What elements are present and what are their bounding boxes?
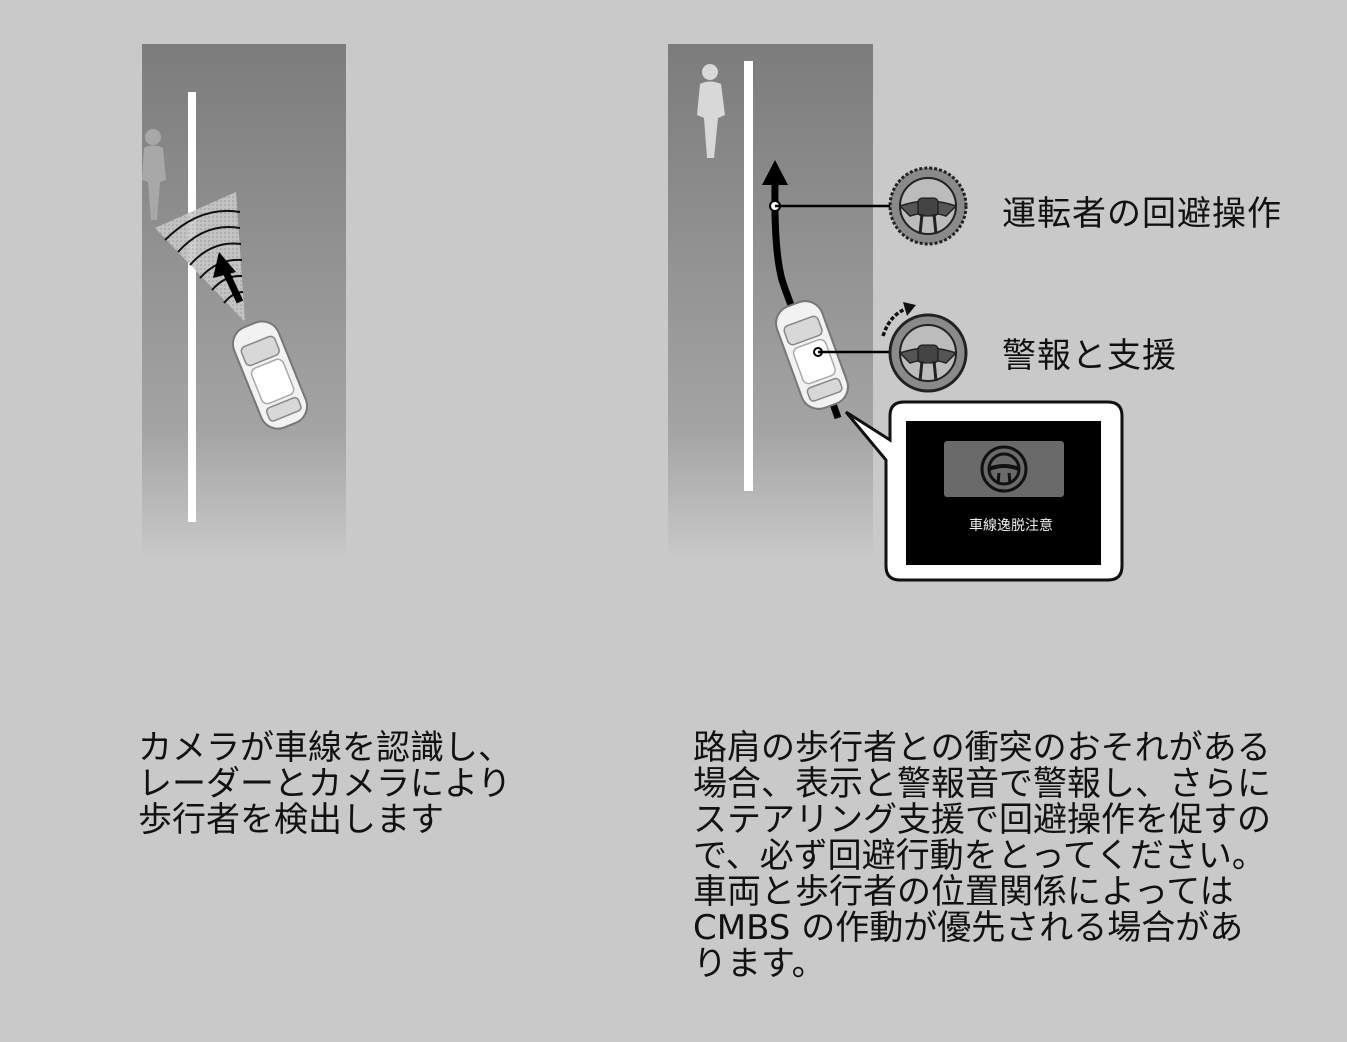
driver-avoidance-label: 運転者の回避操作 — [1002, 194, 1282, 234]
pedestrian-icon — [697, 64, 725, 158]
rotation-arrow-icon — [881, 302, 916, 337]
detection-cone — [155, 192, 245, 322]
warning-assist-label: 警報と支援 — [1002, 336, 1177, 376]
right-caption-line: ります。 — [693, 944, 826, 984]
display-message: 車線逸脱注意 — [969, 518, 1053, 534]
car-icon — [775, 300, 849, 410]
travel-direction-arrow — [213, 252, 244, 304]
pedestrian-icon — [142, 129, 166, 220]
right-caption: 路肩の歩行者との衝突のおそれがある 場合、表示と警報音で警報し、さらに ステアリ… — [693, 730, 1271, 982]
steering-wheel-icon — [980, 445, 1028, 493]
right-caption-line: 車両と歩行者の位置関係によっては — [693, 872, 1234, 912]
right-road-scene — [668, 44, 893, 560]
car-icon — [231, 320, 309, 430]
left-caption-line: 歩行者を検出します — [138, 800, 444, 840]
left-caption-line: レーダーとカメラにより — [138, 764, 512, 804]
right-lane-line — [744, 61, 753, 491]
right-caption-line: 路肩の歩行者との衝突のおそれがある — [693, 728, 1271, 768]
left-lane-line — [188, 92, 196, 522]
left-caption-line: カメラが車線を認識し、 — [138, 728, 512, 768]
right-caption-line: CMBS の作動が優先される場合があ — [693, 908, 1244, 948]
right-caption-line: ステアリング支援で回避操作を促すの — [693, 800, 1271, 840]
steering-wheel-assist-icon — [888, 313, 968, 393]
display-callout — [844, 400, 1124, 582]
steering-wheel-icon — [888, 166, 968, 246]
right-caption-line: で、必ず回避行動をとってください。 — [693, 836, 1266, 876]
avoidance-arrowhead — [762, 160, 788, 185]
right-road — [668, 44, 873, 560]
left-road-scene — [142, 44, 346, 560]
left-caption: カメラが車線を認識し、 レーダーとカメラにより 歩行者を検出します — [138, 730, 512, 838]
right-caption-line: 場合、表示と警報音で警報し、さらに — [693, 764, 1271, 804]
left-road — [142, 44, 346, 560]
